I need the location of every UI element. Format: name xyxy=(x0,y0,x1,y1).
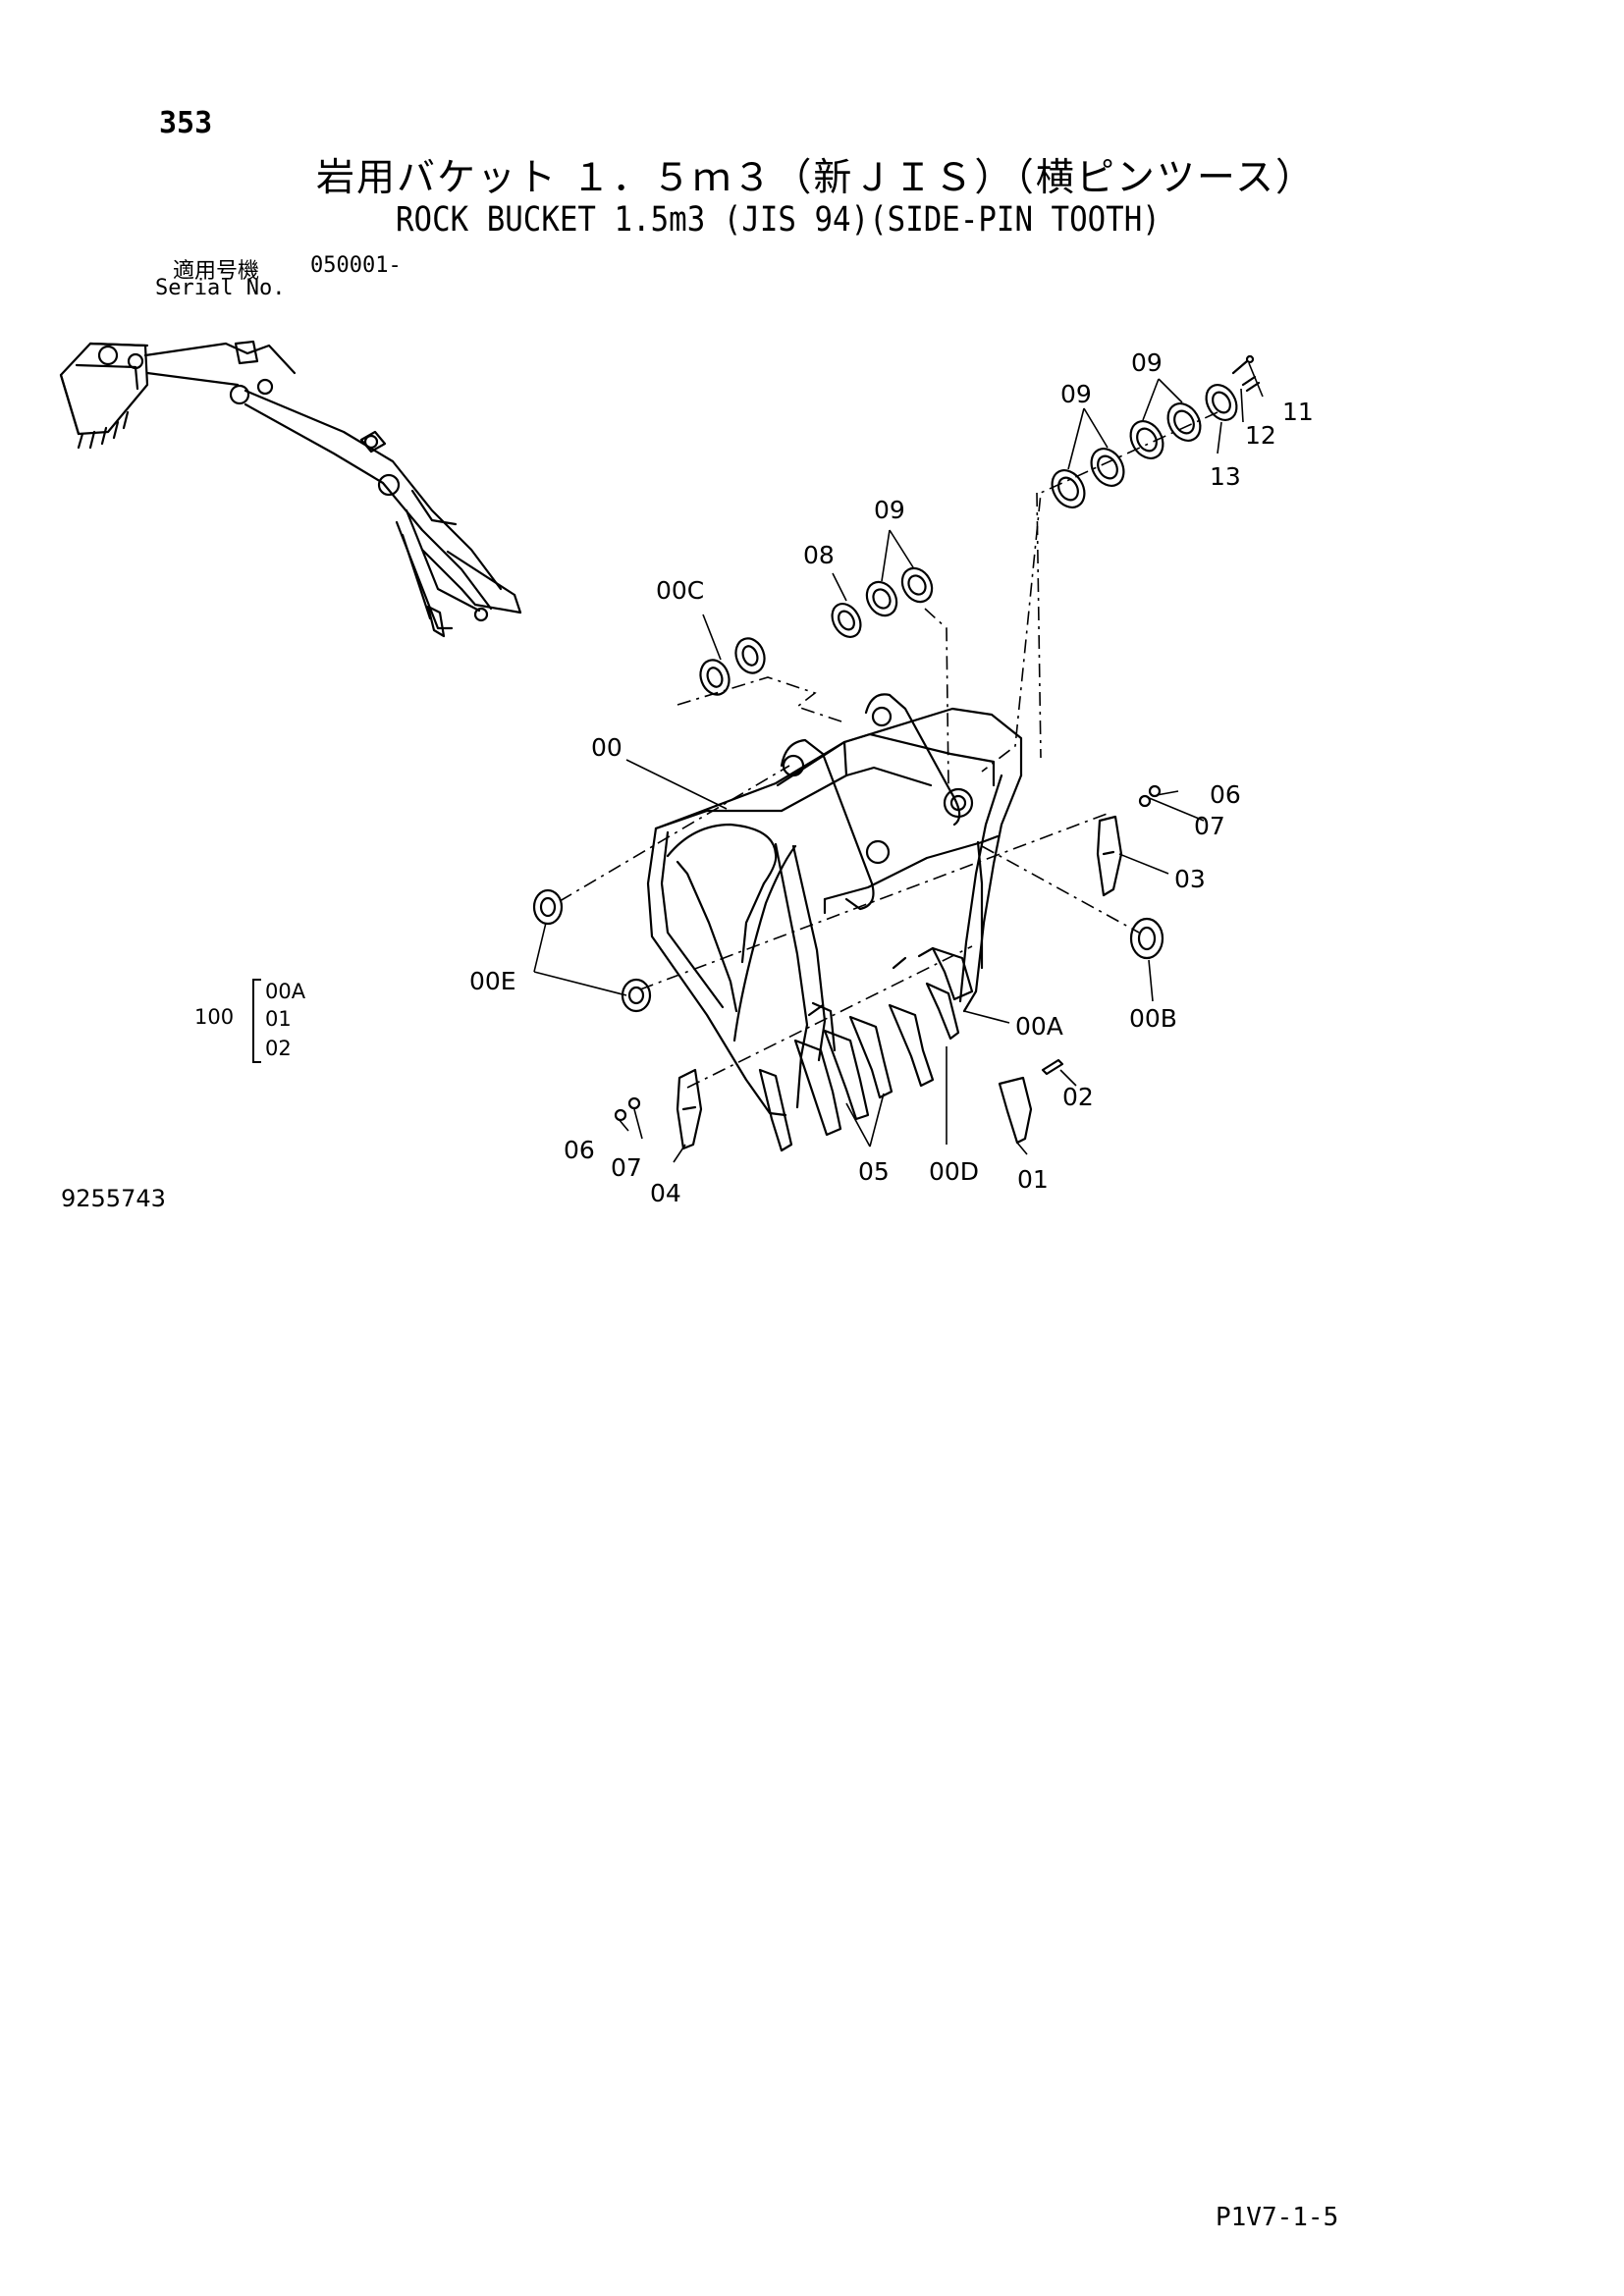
callout-00e: 00E xyxy=(469,967,516,995)
callout-04: 04 xyxy=(650,1179,681,1207)
loose-tooth xyxy=(807,956,1064,1145)
title-english: ROCK BUCKET 1.5m3 (JIS 94)(SIDE-PIN TOOT… xyxy=(396,200,1161,240)
callout-09-right: 09 xyxy=(1131,348,1163,377)
callout-06-right: 06 xyxy=(1210,780,1241,809)
excavator-arm-overview xyxy=(59,340,522,638)
serial-label-en: Serial No. xyxy=(155,276,286,300)
callout-02: 02 xyxy=(1062,1083,1094,1111)
callout-00b: 00B xyxy=(1129,1004,1177,1033)
callout-07-left: 07 xyxy=(611,1153,642,1182)
bucket-teeth xyxy=(758,946,974,1152)
callout-09-left: 09 xyxy=(1060,380,1092,408)
document-number: 9255743 xyxy=(61,1185,166,1212)
serial-label-jp: 適用号機 xyxy=(173,259,260,284)
bucket-bosses xyxy=(780,693,974,911)
kit-item-01: 01 xyxy=(265,1007,292,1031)
callout-12: 12 xyxy=(1245,421,1276,450)
callout-00a: 00A xyxy=(1015,1012,1063,1041)
callout-11: 11 xyxy=(1282,398,1314,426)
side-cutters xyxy=(614,784,1162,1150)
serial-value: 050001- xyxy=(310,253,402,278)
bucket-body xyxy=(646,707,1023,1117)
leader-lines xyxy=(533,362,1264,1163)
callout-00: 00 xyxy=(591,733,623,762)
kit-bracket xyxy=(252,979,261,1063)
kit-number: 100 xyxy=(194,1005,235,1029)
callout-13: 13 xyxy=(1210,462,1241,491)
callout-00c: 00C xyxy=(656,576,704,605)
callout-07-right: 07 xyxy=(1194,812,1225,840)
kit-item-02: 02 xyxy=(265,1037,292,1060)
assembly-lines xyxy=(559,411,1218,1089)
side-bushings xyxy=(532,888,1164,1013)
callout-05: 05 xyxy=(858,1157,890,1186)
page-code: P1V7-1-5 xyxy=(1216,2203,1339,2232)
page-number: 353 xyxy=(159,106,213,140)
title-japanese: 岩用バケット １．５ｍ３（新ＪＩＳ）（横ピンツース） xyxy=(316,156,1316,200)
callout-09-center: 09 xyxy=(874,496,905,524)
callout-01: 01 xyxy=(1017,1165,1049,1194)
callout-03: 03 xyxy=(1174,865,1206,893)
callout-08: 08 xyxy=(803,541,835,569)
upper-washers xyxy=(699,354,1261,696)
callout-06-left: 06 xyxy=(564,1136,595,1164)
callout-00d: 00D xyxy=(929,1157,979,1186)
kit-item-00a: 00A xyxy=(265,980,306,1003)
